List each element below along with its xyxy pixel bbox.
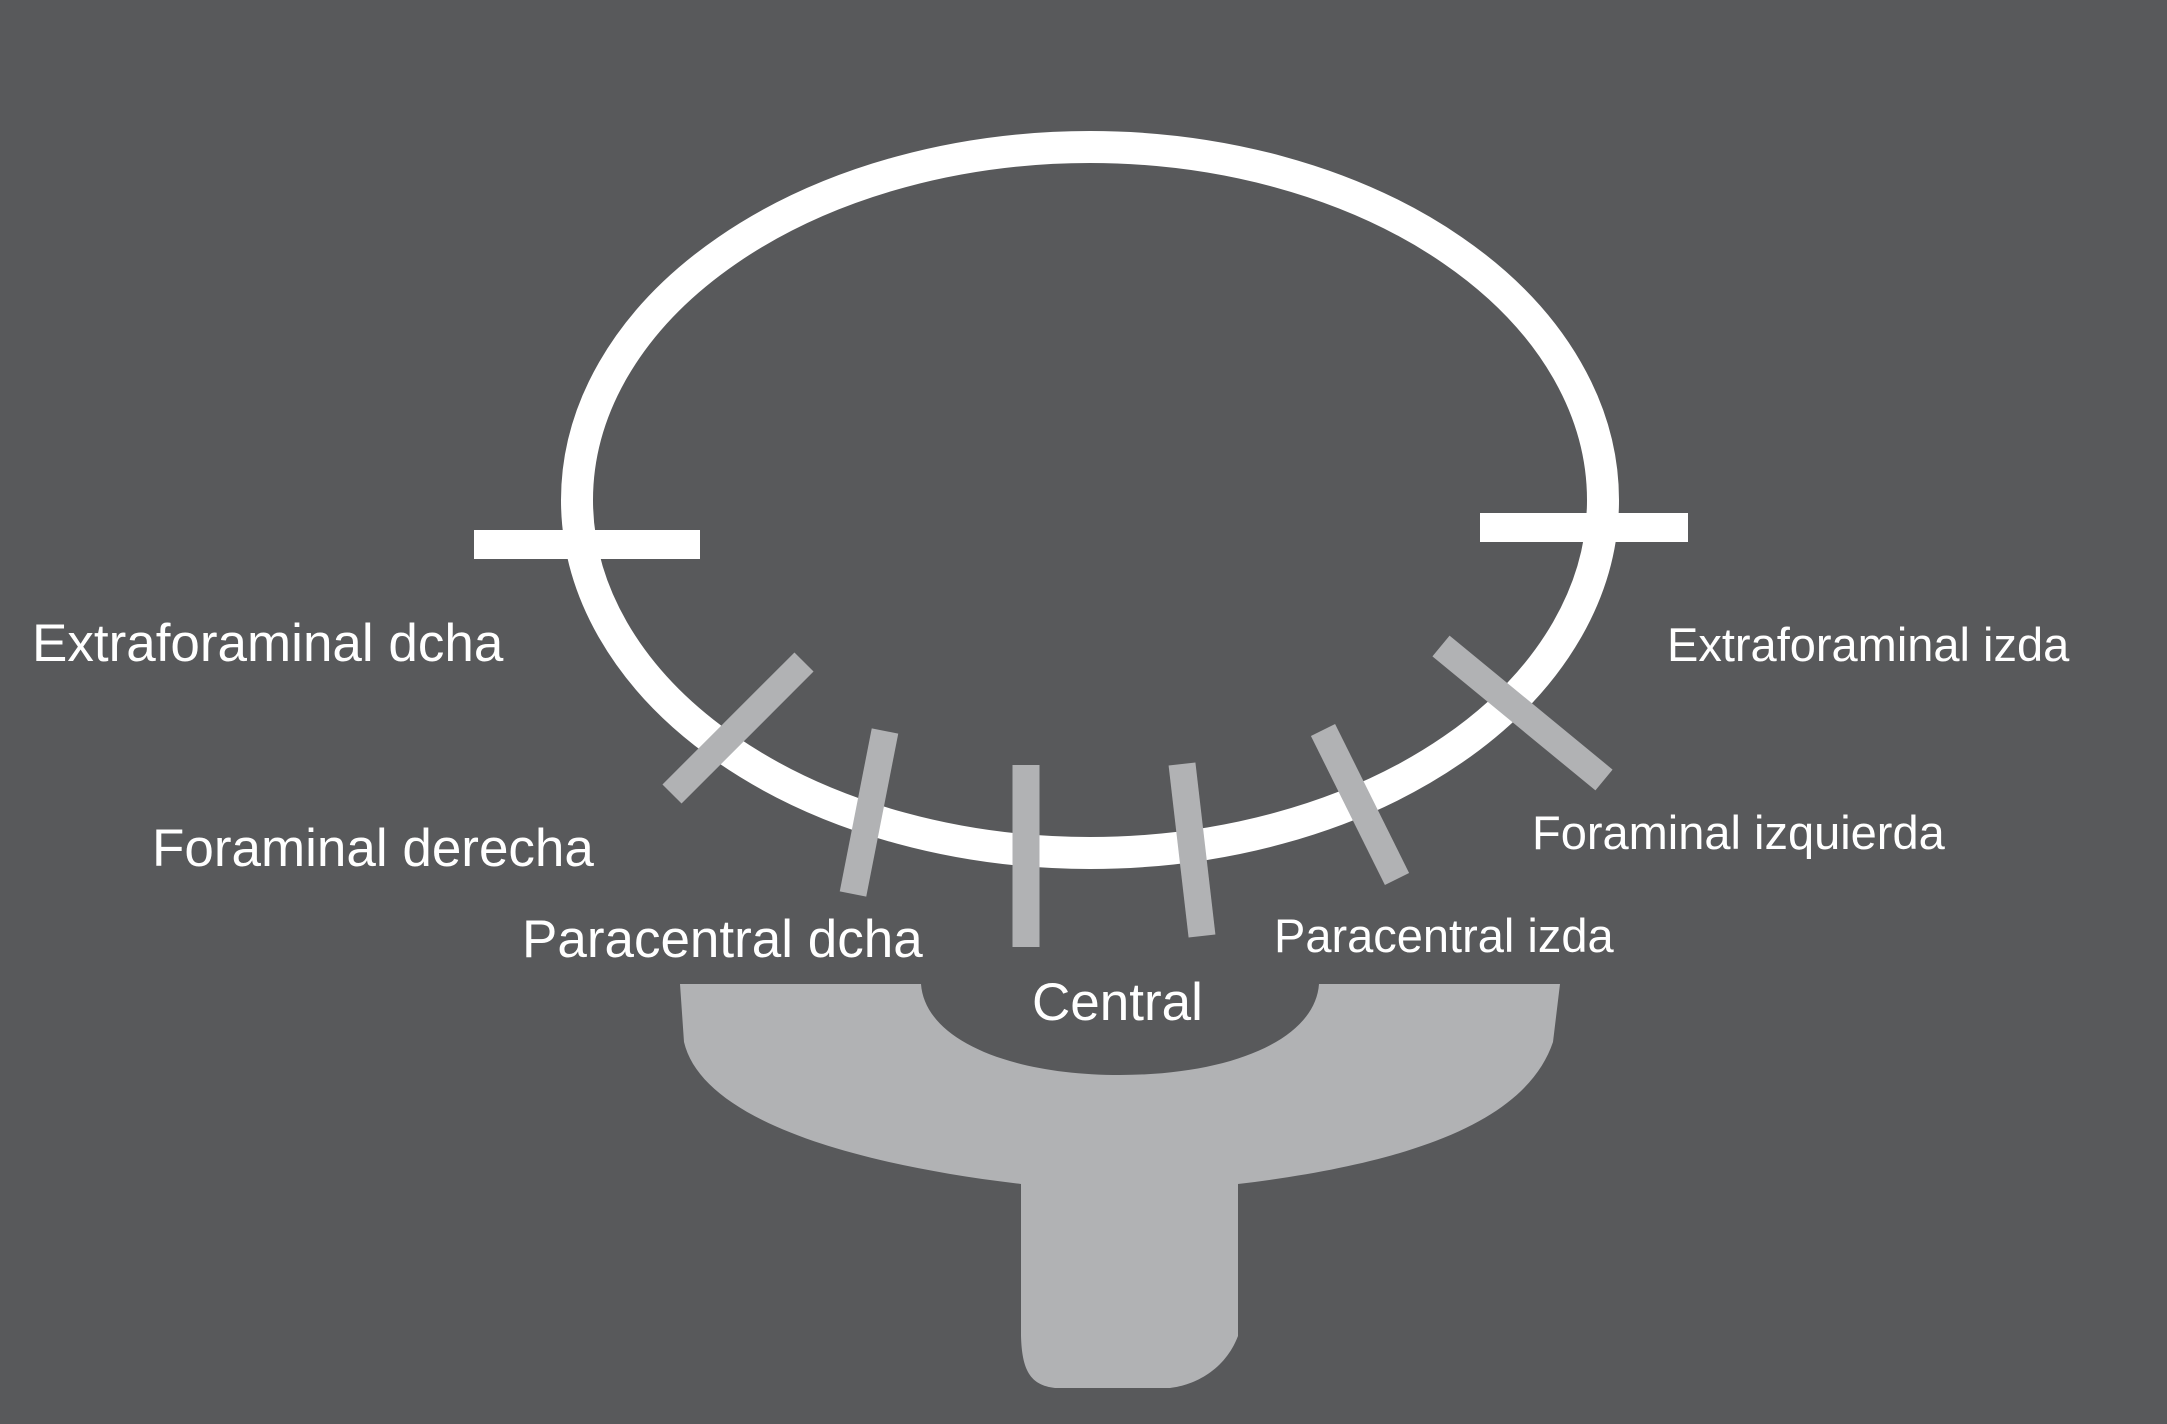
vertebra-shape <box>680 984 1560 1388</box>
label-paracentral-left: Paracentral izda <box>1274 909 1614 962</box>
label-extraforaminal-left: Extraforaminal izda <box>1667 618 2070 671</box>
label-foraminal-right: Foraminal derecha <box>152 819 594 878</box>
extraforaminal-right-marker <box>474 530 700 559</box>
label-paracentral-right: Paracentral dcha <box>522 910 923 969</box>
paracentral-left-marker <box>1310 723 1410 886</box>
extraforaminal-left-marker <box>1480 513 1688 542</box>
foraminal-left-marker <box>1432 635 1613 791</box>
label-extraforaminal-right: Extraforaminal dcha <box>32 614 504 673</box>
label-central: Central <box>1032 973 1203 1032</box>
central-left-marker <box>1168 762 1216 938</box>
foraminal-right-marker <box>662 652 814 804</box>
label-foraminal-left: Foraminal izquierda <box>1532 806 1946 859</box>
disc-ring <box>561 131 1619 869</box>
paracentral-right-marker <box>839 728 899 897</box>
